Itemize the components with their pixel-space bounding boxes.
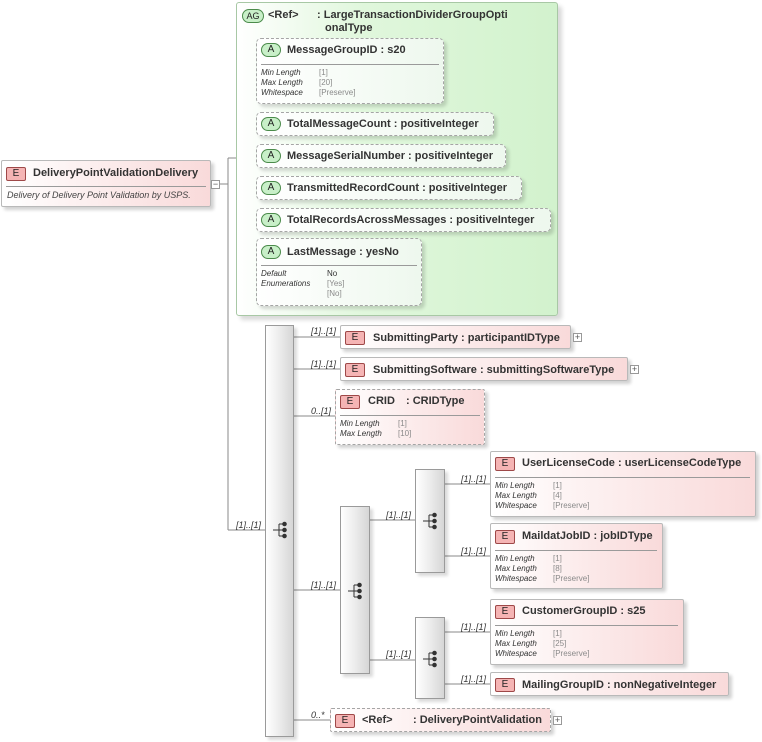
attribute-badge: A	[261, 245, 281, 259]
sequence-icon	[348, 582, 362, 600]
element-name: <Ref>	[362, 714, 393, 726]
attribute-label: TotalRecordsAcrossMessages : positiveInt…	[287, 214, 535, 226]
attribute-transmitted-record-count[interactable]: A TransmittedRecordCount : positiveInteg…	[256, 176, 522, 200]
attribute-group-type-line2: onalType	[325, 22, 373, 34]
inner-sequence-bar	[340, 506, 370, 674]
element-delivery-point-validation-ref[interactable]: E <Ref> : DeliveryPointValidation	[330, 708, 551, 732]
collapse-toggle-icon[interactable]: −	[211, 179, 220, 189]
element-label: CustomerGroupID : s25	[522, 605, 646, 617]
separator	[6, 186, 206, 187]
attribute-message-group-id[interactable]: A MessageGroupID : s20 Min Length[1] Max…	[256, 38, 444, 104]
attribute-total-message-count[interactable]: A TotalMessageCount : positiveInteger	[256, 112, 494, 136]
element-customer-group-id[interactable]: E CustomerGroupID : s25 Min Length[1] Ma…	[490, 599, 684, 665]
separator	[261, 265, 417, 266]
cardinality-label: 0..*	[311, 710, 325, 720]
attribute-badge: A	[261, 213, 281, 227]
facet-row: Whitespace[Preserve]	[495, 649, 590, 658]
facet-row: Whitespace[Preserve]	[495, 501, 590, 510]
separator	[340, 415, 480, 416]
element-badge: E	[495, 530, 515, 544]
expand-toggle-icon[interactable]: +	[573, 332, 582, 342]
attribute-group-ref: <Ref>	[268, 9, 299, 21]
attribute-group-type-line1: : LargeTransactionDividerGroupOpti	[317, 9, 508, 21]
cardinality-label: [1]..[1]	[461, 674, 487, 684]
separator	[495, 550, 657, 551]
cardinality-label: [1]..[1]	[386, 510, 412, 520]
attribute-label: MessageSerialNumber : positiveInteger	[287, 150, 494, 162]
attribute-badge: A	[261, 43, 281, 57]
element-crid[interactable]: E CRID : CRIDType Min Length[1] Max Leng…	[335, 389, 485, 445]
sequence-icon	[423, 512, 437, 530]
element-user-license-code[interactable]: E UserLicenseCode : userLicenseCodeType …	[490, 451, 756, 517]
facet-row: Whitespace[Preserve]	[495, 574, 590, 583]
facet-row: [No]	[327, 289, 342, 298]
element-badge: E	[6, 167, 26, 181]
facet-row: Max Length[10]	[340, 429, 412, 438]
facet-row: Whitespace[Preserve]	[261, 88, 356, 97]
root-element-name: DeliveryPointValidationDelivery	[33, 167, 199, 179]
element-badge: E	[340, 395, 360, 409]
expand-toggle-icon[interactable]: +	[630, 364, 639, 374]
lower-sub-sequence-bar	[415, 617, 445, 699]
element-label: SubmittingParty : participantIDType	[373, 332, 560, 344]
expand-toggle-icon[interactable]: +	[553, 715, 562, 725]
element-mailing-group-id[interactable]: E MailingGroupID : nonNegativeInteger	[490, 672, 729, 696]
attribute-badge: A	[261, 181, 281, 195]
root-element-box[interactable]: E DeliveryPointValidationDelivery Delive…	[1, 160, 211, 207]
cardinality-label: [1]..[1]	[311, 580, 337, 590]
element-badge: E	[335, 714, 355, 728]
facet-row: Enumerations[Yes]	[261, 279, 345, 288]
cardinality-label: [1]..[1]	[461, 546, 487, 556]
attribute-badge: A	[261, 117, 281, 131]
main-sequence-cardinality: [1]..[1]	[236, 520, 262, 530]
element-badge: E	[345, 331, 365, 345]
element-label: UserLicenseCode : userLicenseCodeType	[522, 457, 742, 469]
root-element-description: Delivery of Delivery Point Validation by…	[7, 190, 191, 200]
attribute-label: TotalMessageCount : positiveInteger	[287, 118, 479, 130]
element-label: MaildatJobID : jobIDType	[522, 530, 653, 542]
facet-row: Min Length[1]	[340, 419, 407, 428]
facet-row: Min Length[1]	[495, 481, 562, 490]
attribute-badge: A	[261, 149, 281, 163]
cardinality-label: [1]..[1]	[311, 359, 337, 369]
element-badge: E	[495, 678, 515, 692]
cardinality-label: [1]..[1]	[461, 622, 487, 632]
separator	[495, 625, 678, 626]
cardinality-label: [1]..[1]	[461, 474, 487, 484]
element-badge: E	[495, 457, 515, 471]
cardinality-label: [1]..[1]	[311, 326, 337, 336]
facet-row: Max Length[20]	[261, 78, 333, 87]
attribute-group-badge: AG	[242, 9, 264, 23]
cardinality-label: [1]..[1]	[386, 649, 412, 659]
element-name: CRID	[368, 395, 395, 407]
element-label: MailingGroupID : nonNegativeInteger	[522, 679, 717, 691]
element-maildat-job-id[interactable]: E MaildatJobID : jobIDType Min Length[1]…	[490, 523, 663, 589]
attribute-label: TransmittedRecordCount : positiveInteger	[287, 182, 508, 194]
element-badge: E	[495, 605, 515, 619]
element-submitting-party[interactable]: E SubmittingParty : participantIDType	[340, 325, 571, 349]
attribute-label: MessageGroupID : s20	[287, 44, 406, 56]
element-label: SubmittingSoftware : submittingSoftwareT…	[373, 364, 615, 376]
facet-row: Min Length[1]	[261, 68, 328, 77]
facet-row: Min Length[1]	[495, 629, 562, 638]
element-type: : DeliveryPointValidation	[413, 714, 542, 726]
sequence-icon	[273, 521, 287, 539]
element-type: : CRIDType	[406, 395, 465, 407]
separator	[261, 64, 439, 65]
attribute-label: LastMessage : yesNo	[287, 246, 399, 258]
element-badge: E	[345, 363, 365, 377]
attribute-message-serial-number[interactable]: A MessageSerialNumber : positiveInteger	[256, 144, 506, 168]
attribute-total-records-across-messages[interactable]: A TotalRecordsAcrossMessages : positiveI…	[256, 208, 551, 232]
cardinality-label: 0..[1]	[311, 406, 332, 416]
element-submitting-software[interactable]: E SubmittingSoftware : submittingSoftwar…	[340, 357, 628, 381]
facet-row: Max Length[4]	[495, 491, 562, 500]
facet-row: Max Length[8]	[495, 564, 562, 573]
facet-row: Min Length[1]	[495, 554, 562, 563]
separator	[495, 477, 750, 478]
sequence-icon	[423, 650, 437, 668]
facet-row: Max Length[25]	[495, 639, 567, 648]
